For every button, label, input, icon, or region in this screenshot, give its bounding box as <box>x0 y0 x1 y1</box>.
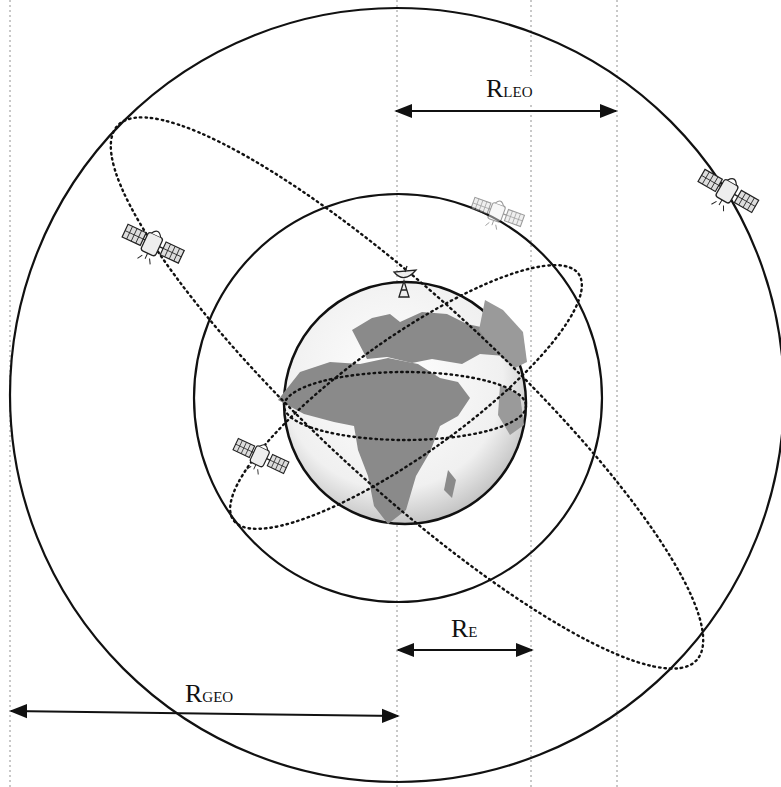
radius-symbol: R <box>451 614 468 643</box>
radius-label: RLEO <box>483 76 536 102</box>
radius-label: RE <box>448 616 481 642</box>
leo-orbit <box>194 194 602 602</box>
radius-subscript: E <box>468 624 477 640</box>
radius-symbol: R <box>486 74 503 103</box>
ground-antenna <box>394 266 416 297</box>
guide-lines <box>10 0 617 787</box>
radius-subscript: LEO <box>503 84 532 100</box>
radius-symbol: R <box>185 679 202 708</box>
satellite <box>692 164 762 224</box>
dimension-arrows <box>11 111 616 716</box>
satellite <box>467 192 526 236</box>
radius-subscript: GEO <box>202 689 233 705</box>
satellite <box>117 219 187 275</box>
earth <box>278 282 527 524</box>
geo-orbit <box>10 8 781 782</box>
satellite <box>228 434 291 484</box>
radius-label: RGEO <box>182 681 236 707</box>
orbit-ellipses <box>55 58 759 728</box>
